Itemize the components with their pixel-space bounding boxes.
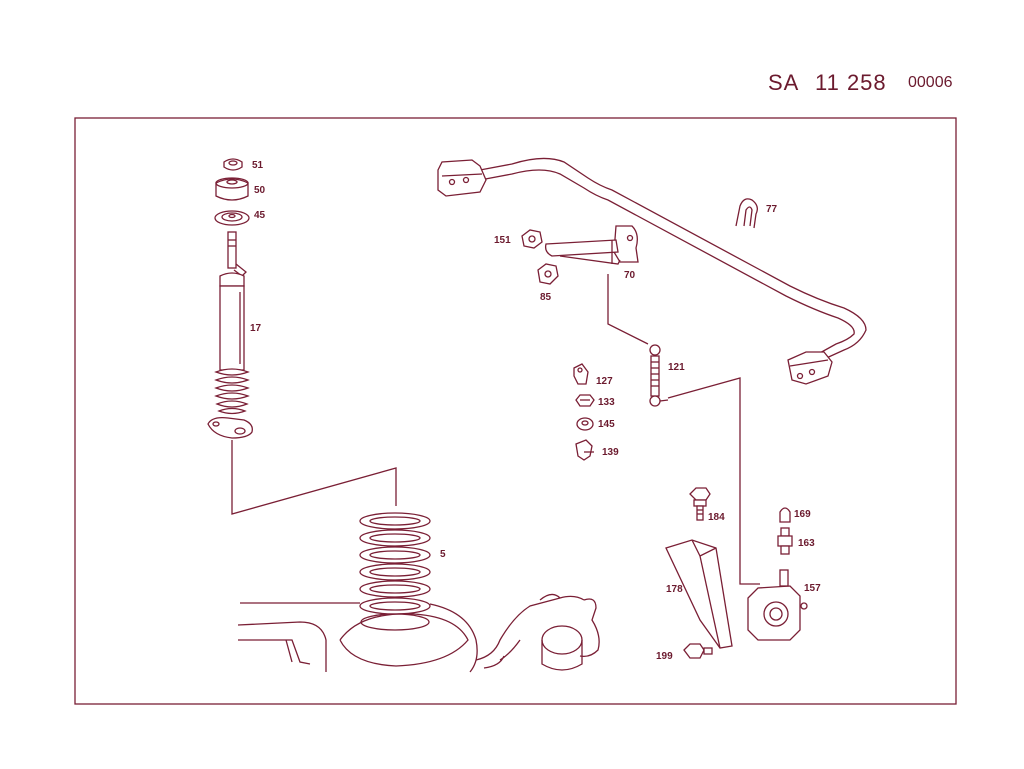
- callout-70: 70: [624, 270, 636, 281]
- background-axle-assembly: [237, 593, 600, 673]
- callout-145: 145: [598, 419, 615, 430]
- callout-50: 50: [254, 185, 266, 196]
- callout-85: 85: [540, 292, 552, 303]
- callout-157: 157: [804, 583, 821, 594]
- sheet-number: 11 258: [815, 70, 887, 95]
- callout-5: 5: [440, 549, 446, 560]
- part-145-washer[interactable]: [576, 417, 594, 431]
- part-169-cap[interactable]: [779, 507, 791, 523]
- callout-163: 163: [798, 538, 815, 549]
- part-151-nut[interactable]: [521, 229, 543, 249]
- part-199-bolt[interactable]: [683, 643, 713, 659]
- callout-151: 151: [494, 235, 511, 246]
- callout-184: 184: [708, 512, 725, 523]
- callout-17: 17: [250, 323, 262, 334]
- callout-133: 133: [598, 397, 615, 408]
- part-163-fitting[interactable]: [777, 527, 793, 555]
- part-5-coil-spring[interactable]: [359, 512, 431, 631]
- part-157-bearing-housing[interactable]: [747, 569, 808, 641]
- part-121-link-rod[interactable]: [607, 274, 669, 407]
- callout-199: 199: [656, 651, 673, 662]
- callout-45: 45: [254, 210, 266, 221]
- part-139-ball-socket[interactable]: [575, 439, 594, 461]
- part-stabilizer-bar[interactable]: [437, 157, 867, 385]
- callout-77: 77: [766, 204, 778, 215]
- part-178-bracket-plate[interactable]: [665, 539, 733, 649]
- callout-127: 127: [596, 376, 613, 387]
- diagram-frame: [74, 117, 957, 705]
- part-127-ball-joint[interactable]: [573, 363, 589, 385]
- callout-121: 121: [668, 362, 685, 373]
- part-85-nut[interactable]: [537, 263, 559, 285]
- part-77-u-clamp[interactable]: [735, 198, 758, 229]
- part-50-rubber-mount[interactable]: [215, 177, 249, 201]
- leader-shock-to-spring: [231, 440, 397, 515]
- sheet-prefix: SA: [768, 70, 800, 95]
- part-133-nut[interactable]: [575, 394, 595, 407]
- callout-139: 139: [602, 447, 619, 458]
- leader-link-to-bearing: [667, 377, 760, 585]
- callout-178: 178: [666, 584, 683, 595]
- sheet-suffix: 00006: [908, 74, 953, 91]
- part-17-shock-absorber[interactable]: [207, 231, 253, 439]
- sheet-header: SA 11 258 00006: [0, 66, 1024, 106]
- part-70-bracket[interactable]: [544, 225, 639, 265]
- callout-51: 51: [252, 160, 264, 171]
- part-184-bolt[interactable]: [689, 487, 711, 521]
- part-45-mount-washer[interactable]: [214, 210, 250, 226]
- part-51-washer[interactable]: [223, 158, 243, 171]
- callout-169: 169: [794, 509, 811, 520]
